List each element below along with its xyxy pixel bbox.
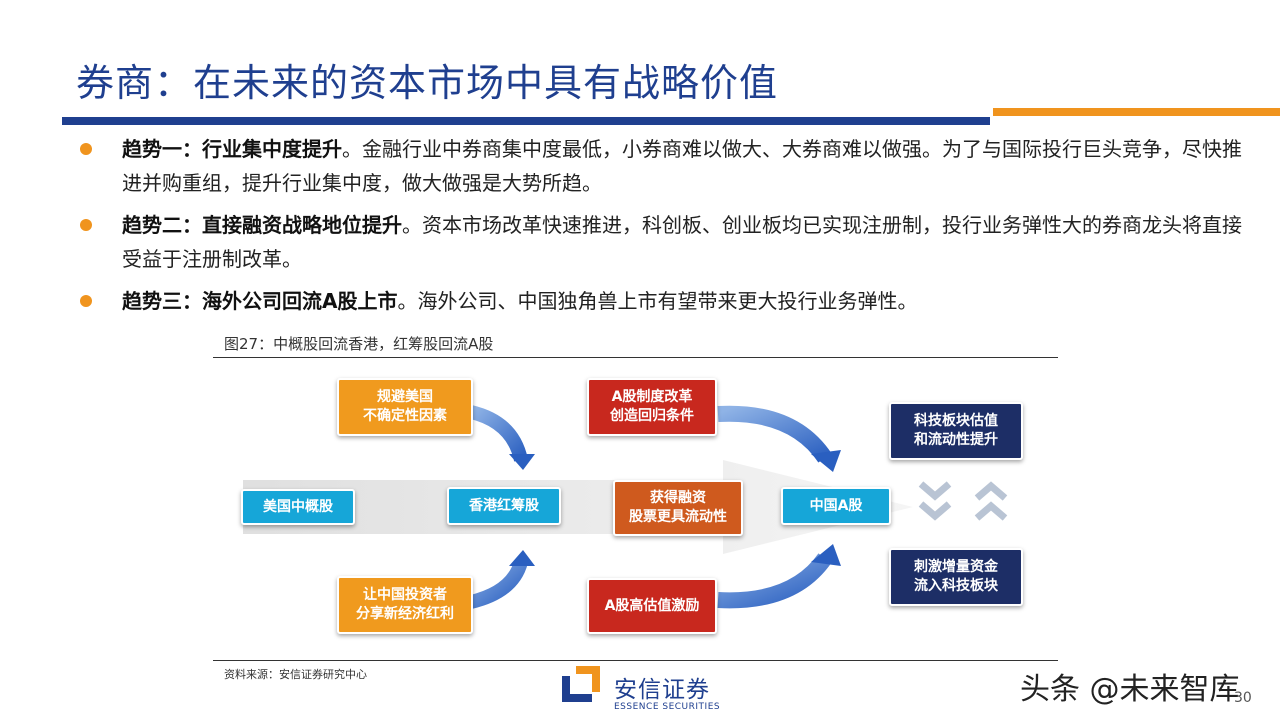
bullet-dot-icon [80,143,92,155]
bullet-lead: 趋势一：行业集中度提升 [122,137,342,161]
box-line: 刺激增量资金 [914,559,998,575]
bullet-lead: 趋势三：海外公司回流A股上市 [122,289,398,313]
slide-title: 券商：在未来的资本市场中具有战略价值 [76,61,779,105]
arrow-avoid-to-hk [469,405,528,462]
logo-mark-icon [562,666,600,702]
bullet-text: 。金融行业中券商集中度最低，小券商难以做大、大券商难以做强。为了与国际投行巨头竞… [122,137,1242,195]
box-line: 不确定性因素 [363,408,447,424]
box-label: 美国中概股 [263,498,333,515]
box-line: 科技板块估值 [914,413,998,429]
flow-diagram: 规避美国不确定性因素 让中国投资者分享新经济红利 美国中概股 香港红筹股 获得融… [213,362,1058,658]
box-label: 中国A股 [809,497,863,514]
title-underline-orange [993,108,1280,116]
box-line: 分享新经济红利 [356,606,454,622]
logo-text-cn: 安信证券 [614,677,710,703]
box-incremental-funds: 刺激增量资金流入科技板块 [889,548,1023,606]
box-line: 流入科技板块 [914,578,998,594]
arrow-head-icon [811,450,841,472]
bullet-item-trend-2: 趋势二：直接融资战略地位提升。资本市场改革快速推进，科创板、创业板均已实现注册制… [70,208,1250,276]
page-number: 30 [1234,690,1252,706]
box-hk-redchip: 香港红筹股 [447,487,561,525]
watermark: 头条 @未来智库 [1020,672,1240,707]
box-a-share-reform: A股制度改革创造回归条件 [587,378,717,436]
box-line: 让中国投资者 [363,587,447,603]
box-share-new-economy: 让中国投资者分享新经济红利 [337,576,473,634]
box-label: A股高估值激励 [604,597,700,614]
diagram-background [243,405,1008,609]
box-a-share-valuation: A股高估值激励 [587,578,717,634]
box-financing-liquidity: 获得融资股票更具流动性 [613,480,743,536]
logo-text-en: ESSENCE SECURITIES [614,702,721,712]
box-line: 创造回归条件 [610,408,694,424]
bullet-lead: 趋势二：直接融资战略地位提升 [122,213,402,237]
bullet-item-trend-3: 趋势三：海外公司回流A股上市。海外公司、中国独角兽上市有望带来更大投行业务弹性。 [70,284,1250,318]
chevron-down-icon [918,481,952,521]
box-line: 股票更具流动性 [629,509,727,525]
arrow-head-icon [509,454,535,470]
bullet-item-trend-1: 趋势一：行业集中度提升。金融行业中券商集中度最低，小券商难以做大、大券商难以做强… [70,132,1250,200]
box-line: A股制度改革 [611,389,693,405]
bullet-dot-icon [80,295,92,307]
chevron-up-icon [974,481,1008,521]
bullet-text: 。海外公司、中国独角兽上市有望带来更大投行业务弹性。 [397,289,918,313]
bullet-dot-icon [80,219,92,231]
box-tech-valuation-liquidity: 科技板块估值和流动性提升 [889,402,1023,460]
arrow-valuation-to-a [717,553,832,609]
box-us-china-stocks: 美国中概股 [241,489,355,525]
arrow-head-icon [509,550,535,566]
main-flow-arrow [243,460,913,554]
figure-top-rule [213,357,1058,358]
box-china-a-shares: 中国A股 [781,487,891,525]
figure-source: 资料来源：安信证券研究中心 [224,668,367,681]
title-underline-blue [62,117,990,125]
box-line: 获得融资 [650,490,706,506]
box-line: 规避美国 [377,389,433,405]
box-line: 和流动性提升 [914,432,998,448]
figure-bottom-rule [213,660,1058,661]
box-avoid-us-uncertainty: 规避美国不确定性因素 [337,378,473,436]
arrow-system-to-a [717,405,832,463]
arrow-share-to-hk [469,559,528,609]
box-label: 香港红筹股 [469,497,539,514]
arrow-head-icon [811,544,841,566]
bullet-list: 趋势一：行业集中度提升。金融行业中券商集中度最低，小券商难以做大、大券商难以做强… [70,132,1250,326]
figure-caption: 图27：中概股回流香港，红筹股回流A股 [224,335,494,353]
bullet-text: 。资本市场改革快速推进，科创板、创业板均已实现注册制，投行业务弹性大的券商龙头将… [122,213,1242,271]
